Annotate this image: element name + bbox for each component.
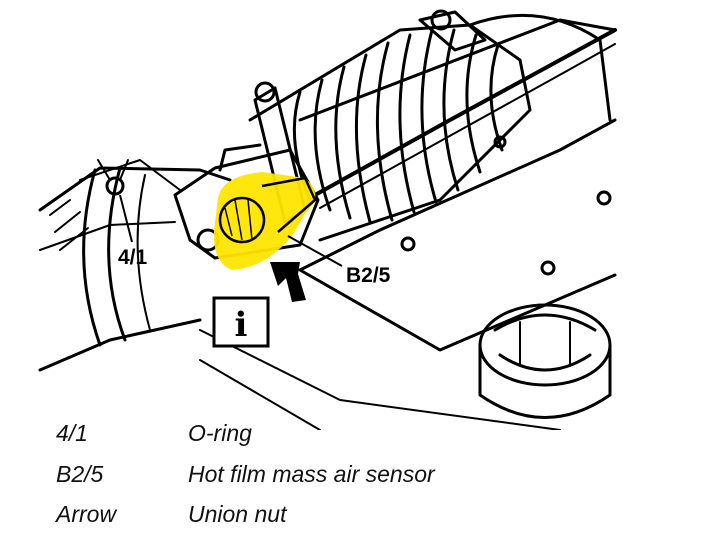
sensor-cable bbox=[313, 28, 617, 197]
legend-key: B2/5 bbox=[56, 461, 104, 487]
info-icon-glyph: i bbox=[235, 305, 248, 345]
info-icon: i bbox=[212, 296, 270, 348]
legend-description: O-ring bbox=[188, 420, 252, 446]
callout-o-ring: 4/1 bbox=[118, 246, 148, 269]
legend-key: Arrow bbox=[56, 501, 117, 527]
legend-key: 4/1 bbox=[56, 420, 88, 446]
callout-sensor: B2/5 bbox=[346, 264, 391, 287]
legend-description: Hot film mass air sensor bbox=[188, 461, 435, 487]
legend-row: B2/5 Hot film mass air sensor bbox=[0, 461, 703, 497]
sensor-highlight bbox=[213, 172, 317, 270]
legend: 4/1 O-ring B2/5 Hot film mass air sensor… bbox=[0, 415, 703, 546]
engine-intake-diagram: 4/1 B2/5 i bbox=[38, 9, 617, 430]
union-nut-arrow bbox=[270, 262, 306, 302]
legend-row: Arrow Union nut bbox=[0, 501, 703, 537]
oil-filler-cap bbox=[478, 303, 612, 419]
legend-row: 4/1 O-ring bbox=[0, 420, 703, 456]
leader-line-sensor bbox=[287, 235, 343, 267]
legend-description: Union nut bbox=[188, 501, 287, 527]
leader-line-o-ring bbox=[119, 194, 133, 243]
intake-duct bbox=[38, 159, 232, 372]
